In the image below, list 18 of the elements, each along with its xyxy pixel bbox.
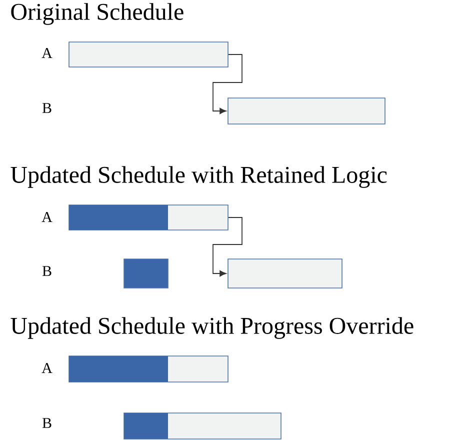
task-letter: A <box>42 212 52 222</box>
task-letter: A <box>42 363 52 373</box>
task-letter: B <box>42 266 52 276</box>
task-letter: B <box>42 103 52 113</box>
task-bar <box>228 258 342 288</box>
progress-bar <box>68 204 228 230</box>
progress-bar <box>124 258 168 288</box>
task-letter: B <box>42 418 52 428</box>
progress-bar <box>68 356 228 382</box>
dependency-arrow <box>212 217 242 277</box>
dependency-arrow <box>212 54 242 114</box>
section-heading: Updated Schedule with Retained Logic <box>10 166 387 188</box>
task-bar <box>228 98 386 124</box>
section-heading: Original Schedule <box>11 3 184 25</box>
task-bar <box>68 42 228 68</box>
section-heading: Updated Schedule with Progress Override <box>10 317 414 339</box>
task-letter: A <box>42 48 52 58</box>
progress-bar <box>124 412 282 440</box>
